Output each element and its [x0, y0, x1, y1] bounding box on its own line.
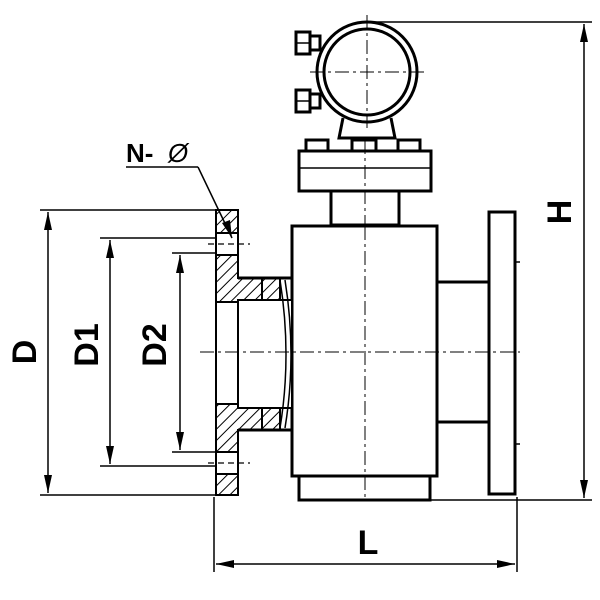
meter-body [290, 224, 439, 502]
dimension-d1: D1 [68, 237, 216, 467]
label-d2: D2 [136, 323, 174, 366]
label-d: D [6, 340, 44, 365]
label-h: H [541, 200, 579, 225]
label-diameter-symbol: Ø [167, 138, 190, 168]
converter-head [294, 15, 433, 227]
dimension-h: H [367, 21, 592, 501]
right-flange [435, 210, 520, 496]
dimension-l: L [213, 497, 518, 572]
label-d1: D1 [68, 323, 106, 366]
dimension-d: D [6, 209, 216, 496]
bolt-hole-callout: N- Ø [126, 138, 233, 239]
left-flange [208, 209, 293, 496]
label-n: N- [126, 138, 153, 168]
dimension-d2: D2 [136, 252, 216, 453]
label-l: L [358, 524, 379, 562]
